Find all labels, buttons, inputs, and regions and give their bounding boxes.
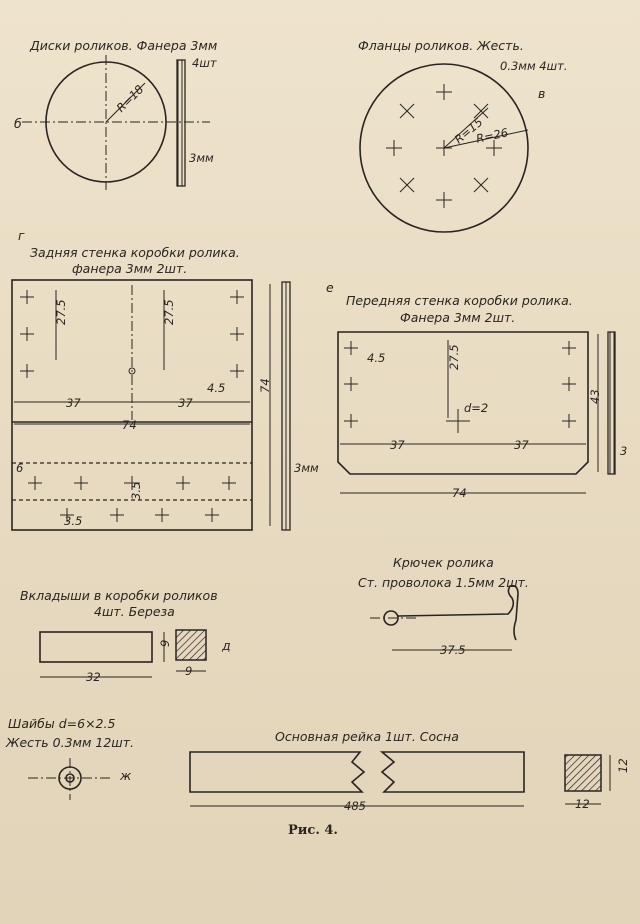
rail-section	[564, 754, 602, 792]
insert-dim-32: 32	[86, 670, 101, 684]
insert-dim-9a: 9	[158, 640, 172, 647]
disks-qty: 4шт	[192, 56, 217, 70]
front-wall-outline	[337, 331, 589, 475]
front-wall-group: е Передняя стенка коробки ролика. Фанера…	[326, 280, 627, 500]
rail-dim-12a: 12	[616, 758, 630, 773]
front-dim-d2: d=2	[464, 401, 488, 415]
washers-group: Шайбы d=6×2.5 Жесть 0.3мм 12шт. ж	[5, 716, 134, 800]
front-title-1: Передняя стенка коробки ролика.	[346, 293, 573, 308]
hook-title-2: Ст. проволока 1.5мм 2шт.	[358, 575, 529, 590]
letter-g: г	[18, 228, 25, 243]
rail-dim-12b: 12	[575, 797, 590, 811]
insert-dim-9b: 9	[185, 664, 192, 678]
disk-group: Диски роликов. Фанера 3мм R=18 б 4шт 3мм	[14, 38, 217, 190]
disks-thickness: 3мм	[189, 151, 214, 165]
back-wall-center-hole	[128, 367, 136, 375]
front-dim-37a: 37	[390, 438, 405, 452]
letter-v: в	[538, 86, 545, 101]
disk-side-view	[176, 59, 186, 187]
back-dim-37b: 37	[178, 396, 193, 410]
flange-radius2	[443, 129, 529, 149]
front-dim-3: 3	[620, 444, 627, 458]
back-dim-35a: 3.5	[64, 514, 82, 528]
front-dim-74: 74	[452, 486, 467, 500]
disk-radius-line	[105, 82, 146, 123]
hook-eye	[383, 610, 399, 626]
front-dim-275: 27.5	[447, 344, 461, 370]
back-dim-74v: 74	[258, 378, 272, 393]
insert-front-view	[39, 631, 153, 663]
inserts-title-1: Вкладыши в коробки роликов	[20, 588, 218, 603]
insert-section	[175, 629, 207, 661]
back-dim-6: 6	[16, 461, 23, 475]
rail-title: Основная рейка 1шт. Сосна	[275, 729, 459, 744]
back-wall-hole-marks	[20, 290, 244, 522]
rail-dim-485: 485	[344, 799, 366, 813]
flange-group: Фланцы роликов. Жесть. 0.3мм 4шт. в R=15…	[358, 38, 568, 233]
rail-right-part	[379, 751, 525, 793]
hook-dim-375: 37.5	[440, 643, 466, 657]
figure-caption: Рис. 4.	[288, 823, 338, 838]
back-title-1: Задняя стенка коробки ролика.	[30, 245, 240, 260]
flange-hole-marks	[386, 84, 502, 208]
back-dim-45: 4.5	[207, 381, 225, 395]
back-wall-outline	[11, 279, 253, 531]
back-dim-35b: 3.5	[129, 482, 143, 500]
letter-d: д	[221, 638, 231, 653]
disks-title: Диски роликов. Фанера 3мм	[29, 38, 217, 53]
washers-title-1: Шайбы d=6×2.5	[8, 716, 115, 731]
inserts-title-2: 4шт. Береза	[94, 604, 175, 619]
front-dim-37b: 37	[514, 438, 529, 452]
front-wall-hole-marks	[344, 341, 576, 433]
flange-r26: R=26	[475, 125, 509, 145]
back-dim-275a: 27.5	[54, 299, 68, 325]
back-dim-74: 74	[122, 418, 137, 432]
back-dim-275b: 27.5	[162, 299, 176, 325]
letter-e: е	[326, 280, 334, 295]
rail-left-part	[189, 751, 366, 793]
hook-title-1: Крючек ролика	[393, 555, 494, 570]
front-title-2: Фанера 3мм 2шт.	[400, 310, 515, 325]
front-dim-45: 4.5	[367, 351, 385, 365]
front-dim-43: 43	[588, 389, 602, 404]
flange-outline	[359, 63, 529, 233]
flange-radius1	[443, 107, 489, 149]
back-title-2: фанера 3мм 2шт.	[72, 261, 187, 276]
inserts-group: Вкладыши в коробки роликов 4шт. Береза д…	[20, 588, 231, 684]
hook-wire	[397, 584, 519, 641]
letter-b: б	[14, 116, 22, 131]
back-wall-side-view	[281, 281, 291, 531]
flanges-title: Фланцы роликов. Жесть.	[358, 38, 524, 53]
front-wall-side-view	[607, 331, 616, 475]
hook-group: Крючек ролика Ст. проволока 1.5мм 2шт. 3…	[358, 555, 529, 657]
back-wall-group: г Задняя стенка коробки ролика. фанера 3…	[11, 228, 319, 531]
back-wall-thickness: 3мм	[294, 461, 319, 475]
rail-group: Основная рейка 1шт. Сосна 485 12 12	[189, 729, 630, 813]
washers-title-2: Жесть 0.3мм 12шт.	[5, 735, 134, 750]
letter-zh: ж	[119, 768, 132, 783]
flanges-sub: 0.3мм 4шт.	[500, 59, 568, 73]
back-dim-37a: 37	[66, 396, 81, 410]
